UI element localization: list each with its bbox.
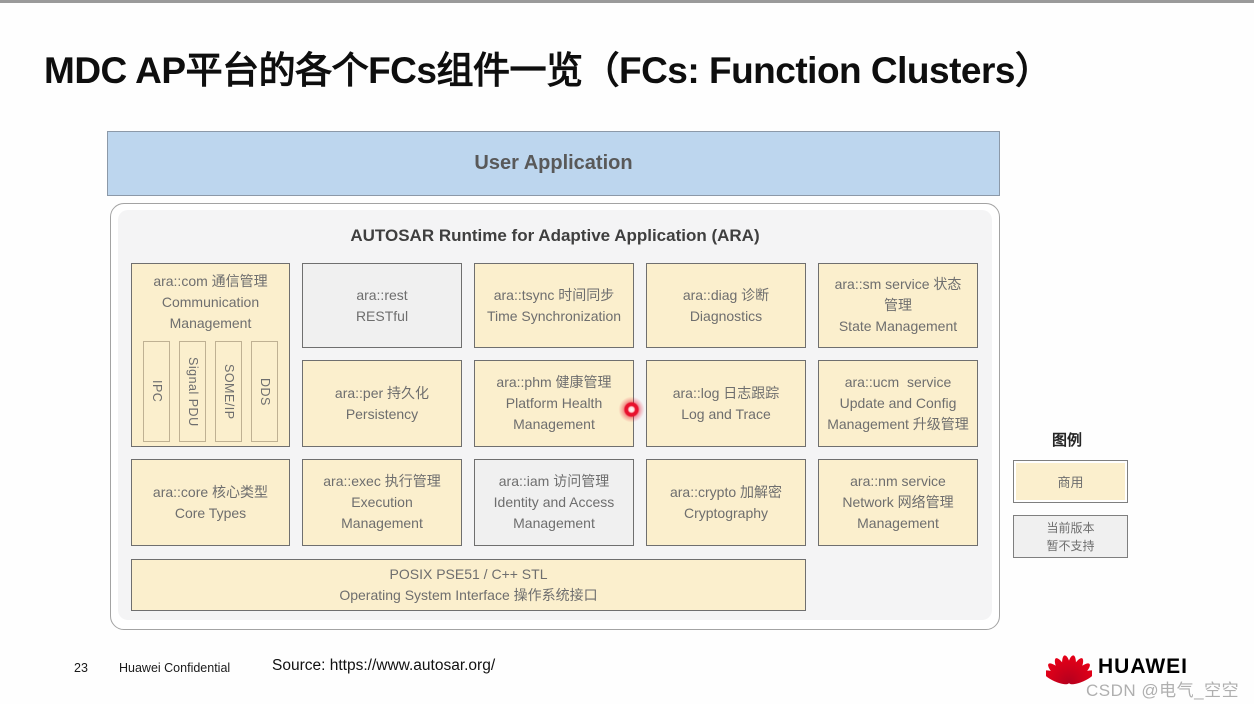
ara-container: AUTOSAR Runtime for Adaptive Application… — [110, 203, 1000, 630]
fc-line: Log and Trace — [681, 405, 771, 422]
com-binding-row: IPC Signal PDU SOME/IP DDS — [143, 341, 278, 442]
fc-line: Identity and Access — [493, 494, 615, 510]
com-binding-ipc: IPC — [143, 341, 170, 442]
fc-line: ara::per 持久化 — [334, 384, 430, 401]
fc-box-ara-sm: ara::sm service 状态 管理 State Management — [818, 263, 978, 348]
fc-line: ara::com 通信管理 — [153, 273, 268, 289]
fc-line: Management 升级管理 — [827, 416, 969, 432]
fc-line: Persistency — [345, 405, 419, 422]
fc-box-ara-com: ara::com 通信管理 Communication Management I… — [131, 263, 290, 447]
com-binding-dds: DDS — [251, 341, 278, 442]
huawei-logo-icon — [1046, 655, 1092, 685]
legend-commercial-label: 商用 — [1057, 475, 1084, 490]
legend-unsupported-box: 当前版本 暂不支持 — [1013, 515, 1128, 558]
fc-box-posix-os-interface: POSIX PSE51 / C++ STL Operating System I… — [131, 559, 806, 611]
fc-box-ara-crypto: ara::crypto 加解密 Cryptography — [646, 459, 806, 546]
fc-box-ara-nm: ara::nm service Network 网络管理 Management — [818, 459, 978, 546]
ara-title: AUTOSAR Runtime for Adaptive Application… — [350, 226, 760, 245]
fc-box-ara-per: ara::per 持久化 Persistency — [302, 360, 462, 447]
fc-box-ara-exec: ara::exec 执行管理 Execution Management — [302, 459, 462, 546]
huawei-brand: HUAWEI — [1046, 646, 1246, 696]
fc-box-ara-core: ara::core 核心类型 Core Types — [131, 459, 290, 546]
fc-line: RESTful — [355, 307, 409, 324]
csdn-watermark: CSDN @电气_空空 — [1086, 681, 1240, 700]
fc-line: Core Types — [174, 504, 247, 521]
fc-line: Cryptography — [683, 504, 769, 521]
fc-line: ara::crypto 加解密 — [669, 483, 783, 500]
fc-line: POSIX PSE51 / C++ STL — [389, 566, 548, 582]
legend-title: 图例 — [1052, 432, 1083, 449]
fc-line: Diagnostics — [689, 307, 763, 324]
fc-line: ara::core 核心类型 — [152, 483, 269, 500]
fc-line: Communication — [161, 294, 260, 310]
fc-line: Management — [513, 416, 595, 432]
fc-line: State Management — [838, 318, 958, 334]
fc-line: Management — [857, 515, 939, 531]
page-title: MDC AP平台的各个FCs组件一览（FCs: Function Cluster… — [44, 50, 1052, 91]
fc-line: ara::exec 执行管理 — [323, 473, 441, 489]
fc-line: Platform Health — [505, 395, 603, 411]
user-application-bar: User Application — [107, 131, 1000, 196]
fc-line: Management — [169, 315, 252, 331]
fc-line: Network 网络管理 — [842, 494, 954, 510]
slide-top-border — [0, 0, 1254, 3]
fc-line: 管理 — [884, 297, 912, 313]
fc-box-ara-ucm: ara::ucm service Update and Config Manag… — [818, 360, 978, 447]
fc-box-ara-phm: ara::phm 健康管理 Platform Health Management — [474, 360, 634, 447]
legend-commercial-box: 商用 — [1013, 460, 1128, 503]
fc-line: ara::nm service — [850, 473, 946, 489]
fc-box-ara-iam: ara::iam 访问管理 Identity and Access Manage… — [474, 459, 634, 546]
fc-box-ara-tsync: ara::tsync 时间同步 Time Synchronization — [474, 263, 634, 348]
huawei-brand-name: HUAWEI — [1098, 655, 1188, 678]
confidential-label: Huawei Confidential — [119, 661, 231, 675]
legend-unsupported-line: 当前版本 — [1046, 520, 1095, 535]
laser-pointer-dot — [618, 396, 645, 423]
com-binding-someip: SOME/IP — [215, 341, 242, 442]
source-url-text: Source: https://www.autosar.org/ — [272, 657, 496, 674]
fc-line: ara::tsync 时间同步 — [493, 286, 615, 303]
com-binding-signal-pdu: Signal PDU — [179, 341, 206, 442]
user-application-label: User Application — [474, 152, 633, 174]
fc-line: Update and Config — [839, 395, 957, 411]
fc-line: ara::iam 访问管理 — [498, 473, 610, 489]
fc-box-ara-log: ara::log 日志跟踪 Log and Trace — [646, 360, 806, 447]
fc-line: ara::diag 诊断 — [682, 286, 770, 303]
fc-line: Operating System Interface 操作系统接口 — [339, 587, 598, 603]
fc-line: ara::log 日志跟踪 — [672, 384, 780, 401]
fc-line: Execution — [351, 494, 413, 510]
fc-line: Time Synchronization — [486, 307, 622, 324]
legend-unsupported-line: 暂不支持 — [1046, 538, 1095, 553]
fc-line: Management — [341, 515, 423, 531]
fc-line: ara::rest — [356, 286, 408, 303]
fc-line: ara::sm service 状态 — [834, 276, 962, 292]
fc-box-ara-diag: ara::diag 诊断 Diagnostics — [646, 263, 806, 348]
fc-line: ara::phm 健康管理 — [496, 374, 612, 390]
fc-line: Management — [513, 515, 595, 531]
page-number: 23 — [74, 661, 88, 675]
fc-line: ara::ucm service — [844, 374, 952, 390]
fc-box-ara-rest: ara::rest RESTful — [302, 263, 462, 348]
